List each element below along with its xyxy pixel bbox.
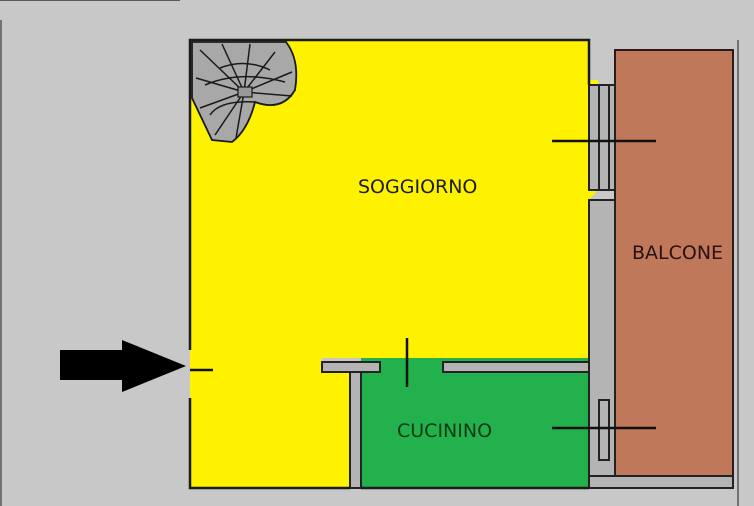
- room-cucinino: [361, 358, 590, 488]
- room-soggiorno: [190, 40, 598, 488]
- room-label-soggiorno: SOGGIORNO: [358, 176, 478, 198]
- room-balcone: [615, 50, 733, 476]
- spiral-staircase-icon: [191, 41, 298, 143]
- balcony-doors: [598, 84, 610, 461]
- entrance-arrow-icon: [60, 340, 186, 392]
- room-label-cucinino: CUCININO: [397, 420, 493, 442]
- outer-walls: [188, 38, 591, 490]
- room-label-balcone: BALCONE: [632, 242, 724, 264]
